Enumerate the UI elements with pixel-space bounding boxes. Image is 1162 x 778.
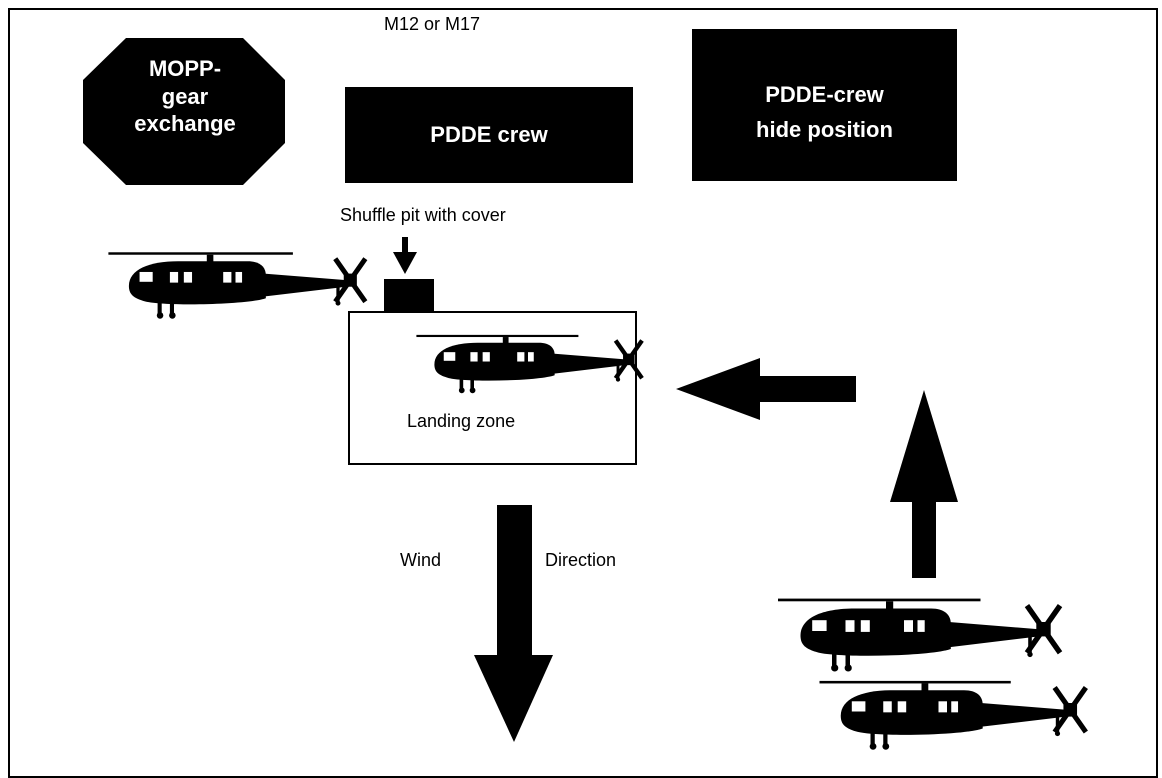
- landing-zone-label: Landing zone: [407, 411, 516, 431]
- wind-direction-arrow: [474, 505, 553, 742]
- pdde-crew-hide-position-label: PDDE-crew hide position: [692, 77, 957, 147]
- arrow-left-icon: [676, 358, 856, 420]
- shuffle-pit: [384, 279, 434, 311]
- mopp-label-line-1: MOPP-: [148, 56, 222, 81]
- m12-or-m17-label: M12 or M17: [384, 14, 481, 34]
- shuffle-pit-label: Shuffle pit with cover: [340, 205, 506, 225]
- pdde-crew-label: PDDE crew: [430, 122, 548, 147]
- wind-label: Wind: [400, 550, 442, 570]
- hide-position-line-1: PDDE-crew: [765, 82, 884, 107]
- mopp-label-line-3: exchange: [134, 111, 236, 136]
- helicopter-icon: [819, 680, 1088, 750]
- arrow-down-icon: [393, 237, 417, 274]
- pdde-crew-box: [345, 87, 633, 183]
- pdde-crew-hide-position-box: [692, 29, 957, 181]
- landing-zone-box: [348, 311, 637, 465]
- mopp-gear-exchange-label: MOPP- gear exchange: [100, 55, 270, 138]
- direction-label: Direction: [545, 550, 617, 570]
- hide-position-line-2: hide position: [756, 117, 893, 143]
- arrow-up-icon: [890, 390, 958, 578]
- helicopter-icon: [778, 598, 1063, 672]
- mopp-label-line-2: gear: [161, 83, 209, 109]
- mopp-gear-exchange-octagon: [83, 38, 285, 185]
- helicopter-icon: [108, 252, 368, 319]
